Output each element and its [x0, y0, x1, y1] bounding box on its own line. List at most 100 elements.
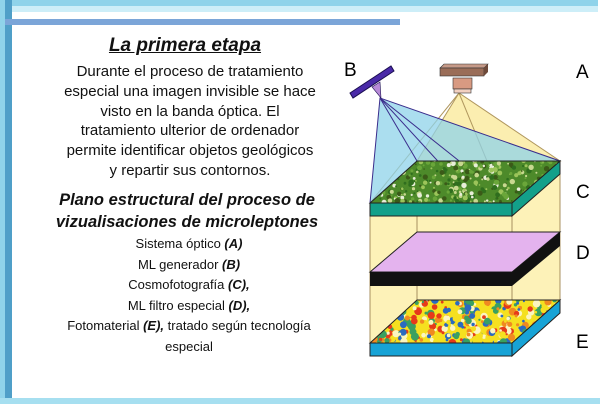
texture-dot: [551, 331, 558, 338]
texture-dot: [422, 164, 425, 167]
texture-dot: [466, 332, 471, 337]
texture-dot: [452, 183, 455, 185]
texture-dot: [481, 334, 487, 339]
texture-dot: [554, 329, 560, 337]
texture-dot: [514, 173, 519, 178]
texture-dot: [522, 164, 525, 168]
texture-dot: [404, 315, 410, 321]
texture-dot: [447, 164, 450, 167]
texture-dot: [550, 323, 558, 330]
list-item: Cosmofotografía (C),: [128, 277, 250, 292]
texture-dot: [465, 317, 472, 325]
texture-dot: [364, 201, 368, 205]
texture-dot: [534, 310, 538, 314]
texture-dot: [522, 300, 525, 303]
texture-dot: [422, 174, 428, 180]
texture-dot: [551, 328, 555, 332]
texture-dot: [519, 170, 522, 173]
texture-dot: [384, 337, 390, 343]
texture-dot: [484, 300, 491, 306]
texture-dot: [429, 337, 434, 343]
texture-dot: [483, 200, 486, 203]
texture-dot: [469, 177, 472, 180]
filter-layer-d: [368, 231, 562, 286]
texture-dot: [497, 170, 503, 176]
texture-dot: [366, 168, 368, 170]
list-item: Fotomaterial (E), tratado según tecnolog…: [67, 318, 311, 333]
texture-dot: [499, 331, 507, 339]
texture-dot: [560, 187, 564, 191]
texture-dot: [425, 194, 430, 198]
texture-dot: [514, 190, 518, 194]
texture-dot: [516, 301, 520, 305]
texture-dot: [431, 175, 436, 180]
title-decor-bar: [5, 19, 400, 25]
texture-dot: [434, 332, 437, 335]
texture-dot: [486, 199, 489, 202]
texture-dot: [439, 162, 443, 166]
texture-dot: [429, 181, 432, 184]
texture-dot: [400, 198, 405, 203]
texture-dot: [493, 174, 498, 180]
texture-dot: [525, 174, 528, 178]
texture-dot: [509, 178, 515, 185]
texture-dot: [364, 183, 369, 188]
texture-dot: [370, 164, 373, 170]
texture-dot: [368, 174, 370, 176]
texture-dot: [518, 321, 522, 325]
texture-dot: [400, 195, 405, 200]
bottom-decor-bar: [0, 398, 600, 404]
texture-dot: [540, 164, 543, 167]
texture-dot: [477, 190, 483, 196]
texture-dot: [410, 193, 413, 196]
texture-dot: [364, 320, 368, 324]
texture-dot: [471, 322, 475, 327]
texture-dot: [528, 342, 532, 343]
top-decor-bar-light: [0, 6, 598, 12]
texture-dot: [439, 170, 445, 175]
texture-dot: [436, 313, 442, 319]
texture-dot: [441, 331, 445, 335]
texture-dot: [502, 183, 507, 188]
texture-dot: [444, 182, 448, 186]
texture-dot: [381, 199, 387, 203]
texture-dot: [481, 178, 484, 181]
texture-dot: [392, 338, 396, 342]
texture-dot: [428, 319, 434, 325]
texture-dot: [532, 300, 541, 308]
slide-title: La primera etapa: [108, 35, 262, 56]
texture-dot: [462, 195, 468, 201]
texture-dot: [517, 308, 521, 311]
texture-dot: [490, 328, 496, 334]
texture-dot: [417, 165, 422, 171]
texture-dot: [499, 200, 502, 203]
texture-dot: [562, 199, 566, 203]
texture-dot: [365, 322, 369, 326]
paragraph-line: especial una imagen invisible se hace: [64, 82, 316, 100]
texture-dot: [535, 171, 538, 174]
texture-dot: [528, 164, 534, 170]
texture-dot: [455, 301, 460, 306]
texture-dot: [421, 185, 425, 190]
texture-dot: [482, 315, 486, 319]
texture-dot: [453, 185, 459, 191]
texture-dot: [457, 321, 464, 328]
texture-dot: [442, 307, 449, 314]
texture-dot: [437, 190, 441, 194]
texture-dot: [386, 331, 390, 335]
texture-dot: [411, 200, 415, 203]
texture-dot: [561, 298, 565, 302]
list-item: ML generador (B): [137, 256, 241, 272]
texture-dot: [419, 319, 425, 324]
texture-dot: [541, 304, 545, 308]
texture-dot: [478, 184, 481, 186]
ml-generator-b-icon: [349, 65, 395, 99]
texture-dot: [561, 159, 566, 164]
texture-dot: [464, 175, 470, 181]
texture-dot: [496, 307, 500, 311]
texture-dot: [446, 319, 451, 325]
texture-dot: [432, 196, 438, 201]
texture-dot: [424, 311, 428, 315]
texture-dot: [445, 338, 449, 342]
